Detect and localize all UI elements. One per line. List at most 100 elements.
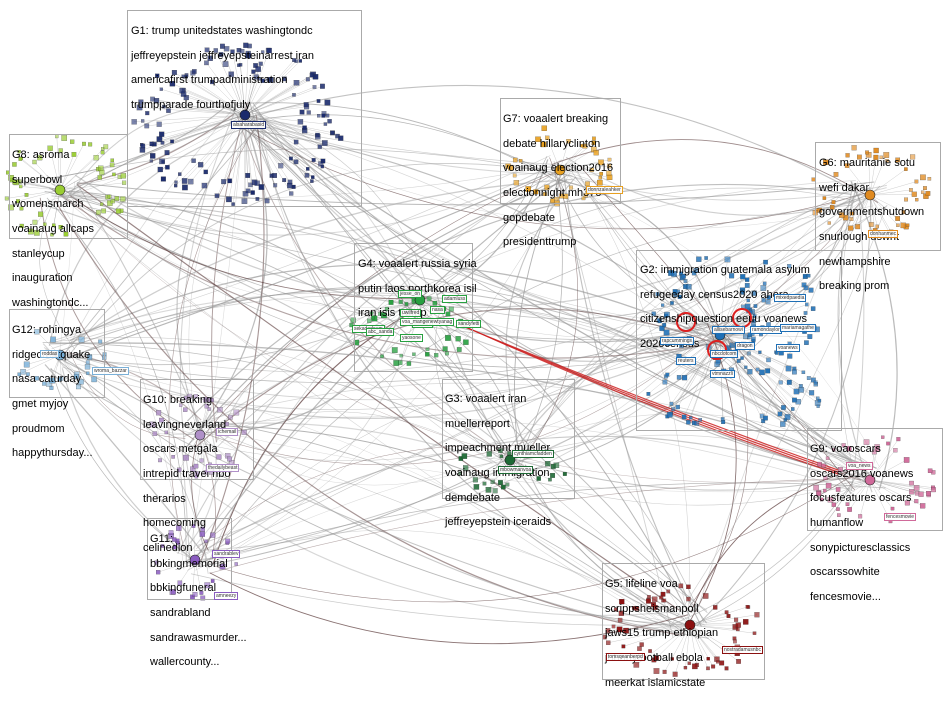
vertex-tag: cynthiamcfadden	[512, 450, 554, 458]
vertex-node	[473, 477, 478, 482]
vertex-node	[514, 180, 519, 185]
vertex-node	[463, 340, 468, 345]
vertex-node	[303, 126, 307, 130]
cluster-spoke	[870, 157, 876, 195]
vertex-node	[282, 77, 286, 81]
vertex-node	[657, 318, 661, 322]
vertex-tag: sandrablev	[212, 550, 240, 558]
vertex-tag: donnzaleahker	[586, 186, 623, 194]
inter-group-edge	[77, 193, 431, 307]
vertex-node	[225, 422, 229, 426]
vertex-node	[172, 70, 177, 75]
vertex-node	[235, 562, 238, 565]
vertex-node	[864, 440, 869, 445]
vertex-node	[648, 649, 651, 652]
vertex-node	[292, 185, 296, 189]
vertex-node	[205, 540, 208, 543]
vertex-node	[16, 199, 20, 203]
vertex-node	[172, 455, 175, 458]
vertex-node	[446, 312, 450, 316]
vertex-node	[59, 149, 63, 153]
vertex-node	[741, 292, 744, 295]
inter-group-edge	[851, 194, 864, 491]
vertex-node	[456, 336, 461, 341]
vertex-tag: nasa	[430, 306, 445, 314]
vertex-node	[137, 105, 142, 110]
vertex-node	[874, 155, 879, 160]
inter-group-edge	[234, 124, 866, 229]
vertex-node	[159, 159, 164, 164]
vertex-node	[545, 461, 550, 466]
vertex-node	[874, 148, 879, 153]
cluster-spoke	[870, 480, 929, 493]
vertex-node	[150, 422, 155, 427]
vertex-node	[765, 369, 770, 374]
vertex-node	[445, 335, 451, 341]
vertex-tag: yaosone	[400, 334, 423, 342]
cluster-spoke	[560, 143, 594, 170]
vertex-node	[399, 300, 403, 304]
inter-group-edge	[697, 191, 859, 612]
vertex-node	[211, 399, 214, 402]
vertex-node	[928, 177, 931, 180]
vertex-node	[598, 160, 603, 165]
vertex-node	[268, 77, 273, 82]
vertex-node	[763, 282, 766, 285]
vertex-node	[208, 56, 213, 61]
vertex-node	[315, 134, 320, 139]
vertex-node	[425, 352, 429, 356]
vertex-node	[763, 416, 768, 421]
vertex-node	[667, 412, 672, 417]
vertex-node	[563, 472, 567, 476]
vertex-node	[132, 119, 137, 124]
vertex-node	[256, 66, 261, 71]
vertex-node	[37, 155, 42, 160]
vertex-node	[926, 491, 931, 496]
vertex-node	[619, 599, 624, 604]
vertex-node	[671, 407, 675, 411]
vertex-node	[178, 173, 181, 176]
vertex-node	[195, 471, 199, 475]
vertex-node	[895, 216, 900, 221]
vertex-node	[201, 527, 205, 531]
vertex-node	[804, 341, 808, 345]
cluster-spoke	[870, 460, 907, 480]
vertex-node	[910, 155, 915, 160]
vertex-tag: uwilfred	[400, 309, 421, 317]
vertex-node	[182, 185, 187, 190]
vertex-node	[834, 172, 838, 176]
vertex-node	[607, 164, 611, 168]
vertex-node	[55, 135, 58, 138]
vertex-node	[705, 256, 708, 259]
vertex-node	[847, 446, 852, 451]
inter-group-edge	[77, 185, 679, 610]
cluster-spoke	[192, 560, 195, 597]
vertex-tag: vtmnazzli	[710, 370, 735, 378]
cluster-spoke	[690, 616, 729, 625]
vertex-node	[667, 590, 671, 594]
vertex-node	[192, 69, 196, 73]
vertex-node	[86, 361, 90, 365]
vertex-node	[767, 296, 771, 300]
vertex-node	[176, 525, 181, 530]
vertex-node	[246, 51, 251, 56]
vertex-node	[692, 664, 697, 669]
vertex-node	[82, 142, 86, 146]
hub-vertex	[685, 620, 695, 630]
vertex-node	[792, 370, 797, 375]
vertex-node	[745, 278, 749, 282]
vertex-node	[682, 415, 686, 419]
vertex-node	[108, 195, 111, 198]
cluster-spoke	[690, 625, 738, 629]
vertex-tag: mariamagathe	[780, 324, 816, 332]
vertex-node	[766, 358, 770, 362]
inter-group-edge	[238, 103, 561, 184]
inter-group-edge	[197, 309, 724, 447]
vertex-node	[338, 136, 343, 141]
inter-group-edge	[188, 102, 245, 564]
vertex-node	[141, 144, 145, 148]
vertex-node	[901, 223, 906, 228]
vertex-node	[904, 457, 909, 462]
vertex-node	[597, 180, 602, 185]
hub-vertex	[240, 110, 250, 120]
